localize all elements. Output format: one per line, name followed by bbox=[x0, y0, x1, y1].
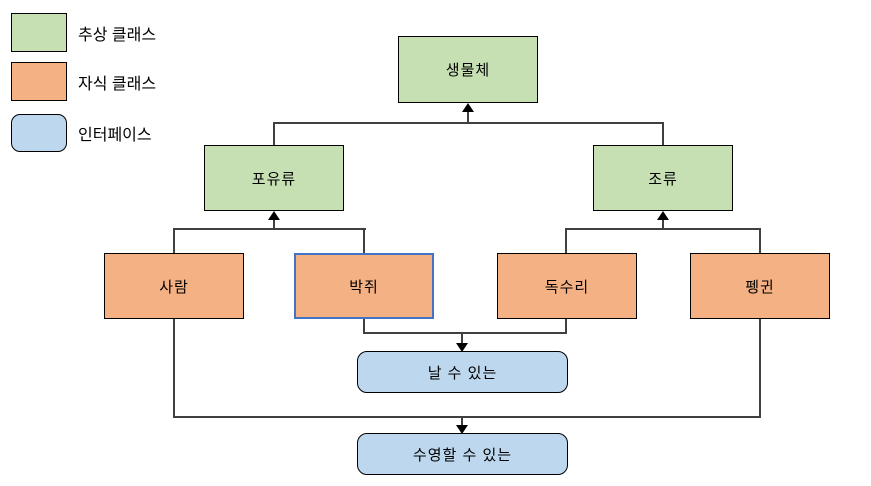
node-organism: 생물체 bbox=[398, 36, 538, 103]
connector-line bbox=[759, 228, 761, 253]
connector-line bbox=[565, 319, 567, 334]
inheritance-arrowhead-icon bbox=[462, 103, 474, 112]
connector-line bbox=[461, 334, 463, 345]
implements-arrowhead-icon bbox=[456, 343, 468, 352]
node-swimmable-interface: 수영할 수 있는 bbox=[357, 433, 568, 475]
connector-line bbox=[173, 416, 761, 418]
legend-swatch-child-class bbox=[11, 62, 67, 101]
node-flyable-interface: 날 수 있는 bbox=[357, 351, 568, 393]
inheritance-arrowhead-icon bbox=[268, 211, 280, 220]
node-bird: 조류 bbox=[593, 145, 733, 211]
connector-line bbox=[173, 228, 366, 230]
connector-line bbox=[363, 319, 365, 334]
connector-line bbox=[662, 122, 664, 146]
connector-line bbox=[363, 228, 365, 253]
node-penguin: 펭귄 bbox=[690, 253, 830, 319]
node-mammal: 포유류 bbox=[204, 145, 344, 211]
connector-line bbox=[273, 122, 275, 146]
implements-arrowhead-icon bbox=[456, 425, 468, 434]
connector-line bbox=[461, 418, 463, 428]
node-human: 사람 bbox=[104, 253, 244, 319]
connector-line bbox=[273, 218, 275, 230]
legend-swatch-interface bbox=[11, 114, 67, 152]
connector-line bbox=[759, 319, 761, 418]
legend-label-child-class: 자식 클래스 bbox=[78, 75, 157, 93]
connector-line bbox=[467, 110, 469, 124]
legend-label-interface: 인터페이스 bbox=[78, 127, 152, 144]
connector-line bbox=[662, 218, 664, 230]
connector-line bbox=[565, 228, 567, 253]
connector-line bbox=[173, 319, 175, 418]
node-bat: 박쥐 bbox=[294, 253, 434, 319]
inheritance-arrowhead-icon bbox=[657, 211, 669, 220]
legend-label-abstract-class: 추상 클래스 bbox=[78, 26, 157, 44]
connector-line bbox=[173, 228, 175, 253]
node-eagle: 독수리 bbox=[497, 253, 637, 319]
legend-swatch-abstract-class bbox=[11, 13, 67, 52]
connector-line bbox=[363, 332, 567, 334]
